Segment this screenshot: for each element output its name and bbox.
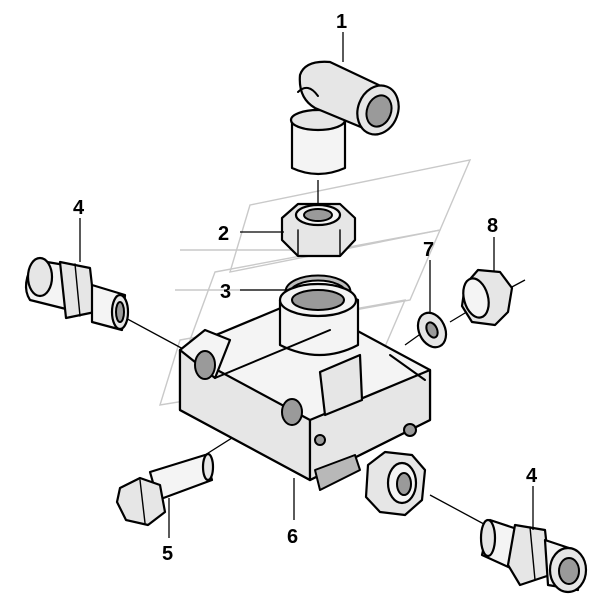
callout-4-upper: 4	[73, 197, 85, 219]
callout-3: 3	[220, 281, 231, 303]
part-4-straight-fitting-lower	[479, 518, 588, 594]
callout-1: 1	[336, 11, 347, 33]
callout-4-lower: 4	[526, 465, 538, 487]
callout-leaders	[79, 32, 534, 538]
callout-8: 8	[487, 215, 498, 237]
part-1-elbow-fitting	[289, 60, 400, 176]
part-8-nut	[460, 268, 514, 327]
callout-7: 7	[423, 239, 434, 261]
callout-6: 6	[287, 526, 298, 548]
part-5-bolt	[115, 452, 215, 527]
part-4-straight-fitting-upper	[24, 256, 130, 332]
callout-5: 5	[162, 543, 173, 565]
callout-2: 2	[218, 223, 229, 245]
part-6-valve-body	[178, 282, 432, 491]
part-7-washer	[416, 311, 448, 349]
part-2-hex-nut	[280, 202, 357, 258]
body-side-port	[364, 450, 427, 517]
